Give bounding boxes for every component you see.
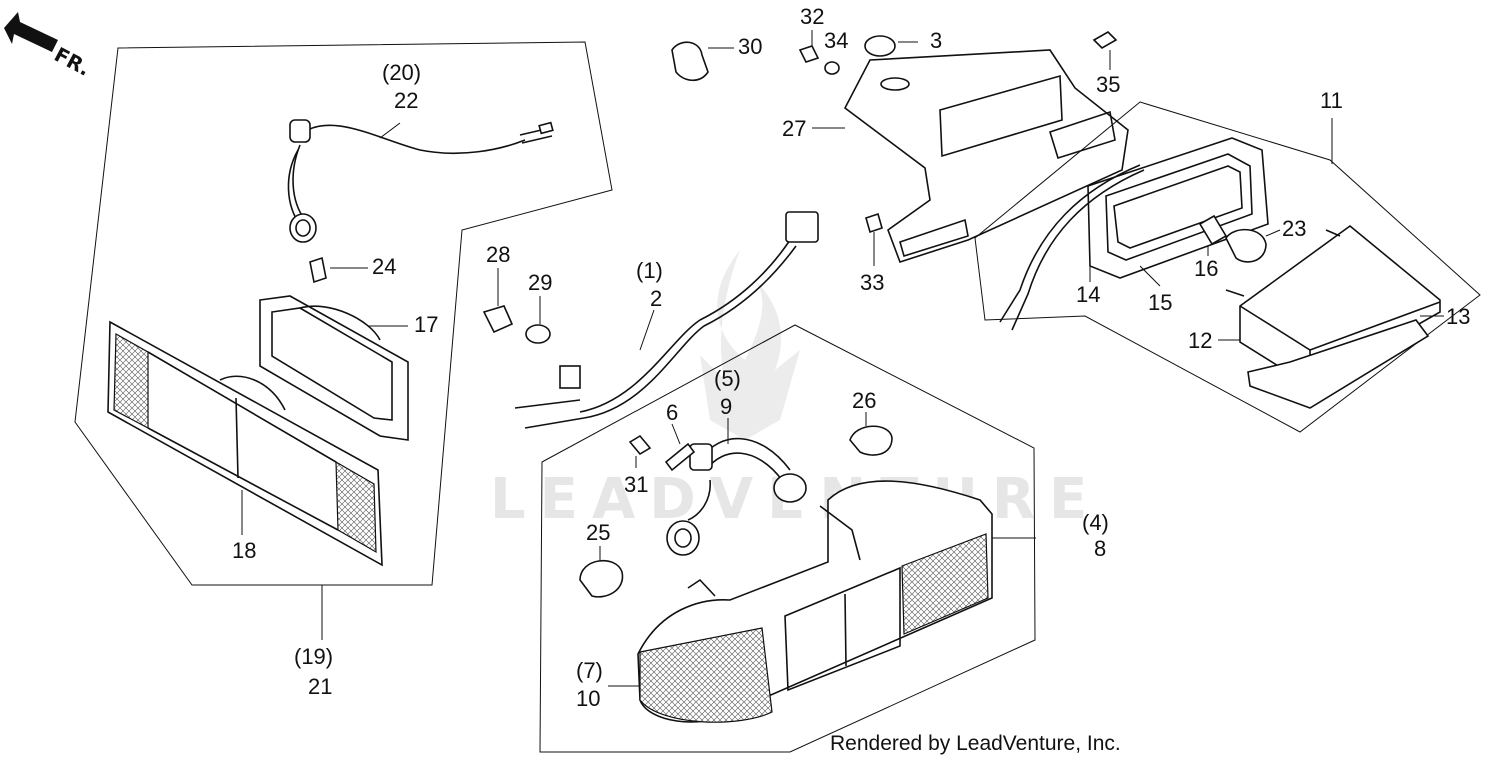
washer-34-drawing bbox=[824, 61, 840, 75]
callout-4: (4) bbox=[1082, 510, 1109, 535]
callout-33: 33 bbox=[860, 270, 884, 295]
bulb-23-drawing bbox=[1225, 228, 1267, 263]
callout-15: 15 bbox=[1148, 290, 1172, 315]
lens-12-drawing bbox=[1225, 224, 1441, 409]
callout-29: 29 bbox=[528, 270, 552, 295]
right-light-assembly bbox=[974, 101, 1481, 433]
screw-35-drawing bbox=[1092, 31, 1118, 49]
credit-text: Rendered by LeadVenture, Inc. bbox=[830, 732, 1121, 755]
callout-32: 32 bbox=[800, 4, 824, 29]
socket-16-drawing bbox=[1198, 214, 1228, 246]
bulb-25-drawing bbox=[579, 559, 624, 598]
callout-18: 18 bbox=[232, 538, 256, 563]
front-label: FR. bbox=[50, 42, 94, 81]
callout-8: 8 bbox=[1094, 536, 1106, 561]
clip-30-drawing bbox=[671, 41, 709, 82]
callout-14: 14 bbox=[1076, 282, 1100, 307]
bulb-6-drawing bbox=[664, 442, 696, 472]
washer-29-drawing bbox=[525, 324, 551, 344]
callout-27: 27 bbox=[782, 116, 806, 141]
callout-9: 9 bbox=[720, 394, 732, 419]
callout-16: 16 bbox=[1194, 256, 1218, 281]
callout-30: 30 bbox=[738, 34, 762, 59]
callout-13: 13 bbox=[1446, 304, 1470, 329]
front-arrow-icon bbox=[4, 12, 58, 52]
bulb-31-drawing bbox=[628, 434, 652, 456]
right-group-boundary bbox=[974, 101, 1481, 433]
harness-22-drawing bbox=[287, 119, 554, 243]
callout-28: 28 bbox=[486, 242, 510, 267]
grommet-3-drawing bbox=[864, 35, 896, 57]
callout-12: 12 bbox=[1188, 328, 1212, 353]
callout-24: 24 bbox=[372, 254, 396, 279]
callout-10: 10 bbox=[576, 686, 600, 711]
watermark-flame-logo bbox=[700, 250, 800, 440]
callout-19: (19) bbox=[294, 644, 333, 669]
callout-26: 26 bbox=[852, 388, 876, 413]
callout-labels: (20) 22 24 17 18 (19) 21 30 32 34 3 35 2… bbox=[232, 4, 1470, 711]
bulb-26-drawing bbox=[849, 425, 893, 456]
callout-35: 35 bbox=[1096, 72, 1120, 97]
callout-17: 17 bbox=[414, 312, 438, 337]
callout-5: (5) bbox=[714, 366, 741, 391]
callout-22: 22 bbox=[394, 88, 418, 113]
center-light-assembly bbox=[539, 324, 1036, 753]
left-light-assembly bbox=[74, 41, 613, 640]
nut-28-drawing bbox=[482, 305, 514, 334]
license-bracket-27-drawing bbox=[843, 49, 1129, 263]
callout-21: 21 bbox=[308, 674, 332, 699]
center-group-boundary bbox=[539, 324, 1036, 753]
frame-15-drawing bbox=[1087, 137, 1269, 279]
callout-11: 11 bbox=[1320, 88, 1343, 113]
center-parts bbox=[482, 30, 1129, 429]
callout-34: 34 bbox=[824, 28, 848, 53]
harness-2-drawing bbox=[514, 211, 819, 429]
callout-2: 2 bbox=[650, 286, 662, 311]
harness-9-drawing bbox=[666, 437, 807, 556]
callout-3: 3 bbox=[930, 28, 942, 53]
callout-7: (7) bbox=[576, 658, 603, 683]
left-group-boundary bbox=[74, 41, 613, 586]
callout-6: 6 bbox=[666, 400, 678, 425]
callout-20: (20) bbox=[382, 60, 421, 85]
callout-25: 25 bbox=[586, 520, 610, 545]
nut-33-drawing bbox=[865, 212, 883, 234]
housing-17-drawing bbox=[259, 295, 409, 441]
callout-1: (1) bbox=[636, 258, 663, 283]
front-direction-indicator: FR. bbox=[4, 12, 94, 81]
bulb-24-drawing bbox=[309, 256, 327, 284]
lens-10-drawing bbox=[637, 480, 993, 723]
callout-23: 23 bbox=[1282, 216, 1306, 241]
lens-18-drawing bbox=[107, 320, 383, 567]
callout-31: 31 bbox=[624, 472, 648, 497]
screw-32-drawing bbox=[798, 45, 820, 63]
